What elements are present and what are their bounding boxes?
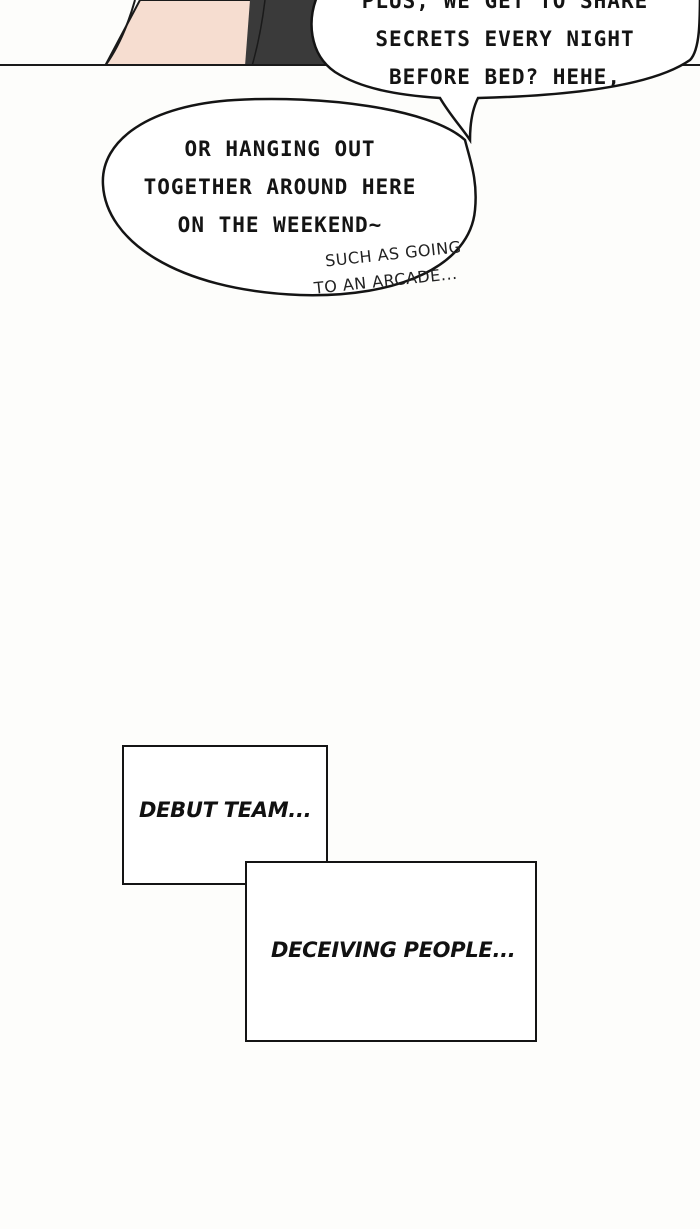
speech-line: TOGETHER AROUND HERE (143, 175, 417, 199)
narration-text-1: DEBUT TEAM... (139, 798, 312, 822)
speech-bubbles-art (101, 0, 700, 297)
speech-line: PLUS, WE GET TO SHARE (361, 0, 649, 13)
speech-bubble-1-shape (310, 0, 700, 145)
speech-line: OR HANGING OUT (184, 137, 376, 161)
speech-line: ON THE WEEKEND~ (177, 213, 383, 237)
speech-line: SECRETS EVERY NIGHT (375, 27, 635, 51)
speech-bubble-1-text: PLUS, WE GET TO SHARE SECRETS EVERY NIGH… (345, 0, 665, 96)
narration-text-2: DECEIVING PEOPLE... (271, 938, 516, 962)
speech-bubble-2-text: OR HANGING OUT TOGETHER AROUND HERE ON T… (120, 130, 440, 244)
speech-line: BEFORE BED? HEHE, (389, 65, 621, 89)
speech-bubble-2-shape (101, 97, 477, 297)
narration-box-shape (122, 745, 537, 1042)
